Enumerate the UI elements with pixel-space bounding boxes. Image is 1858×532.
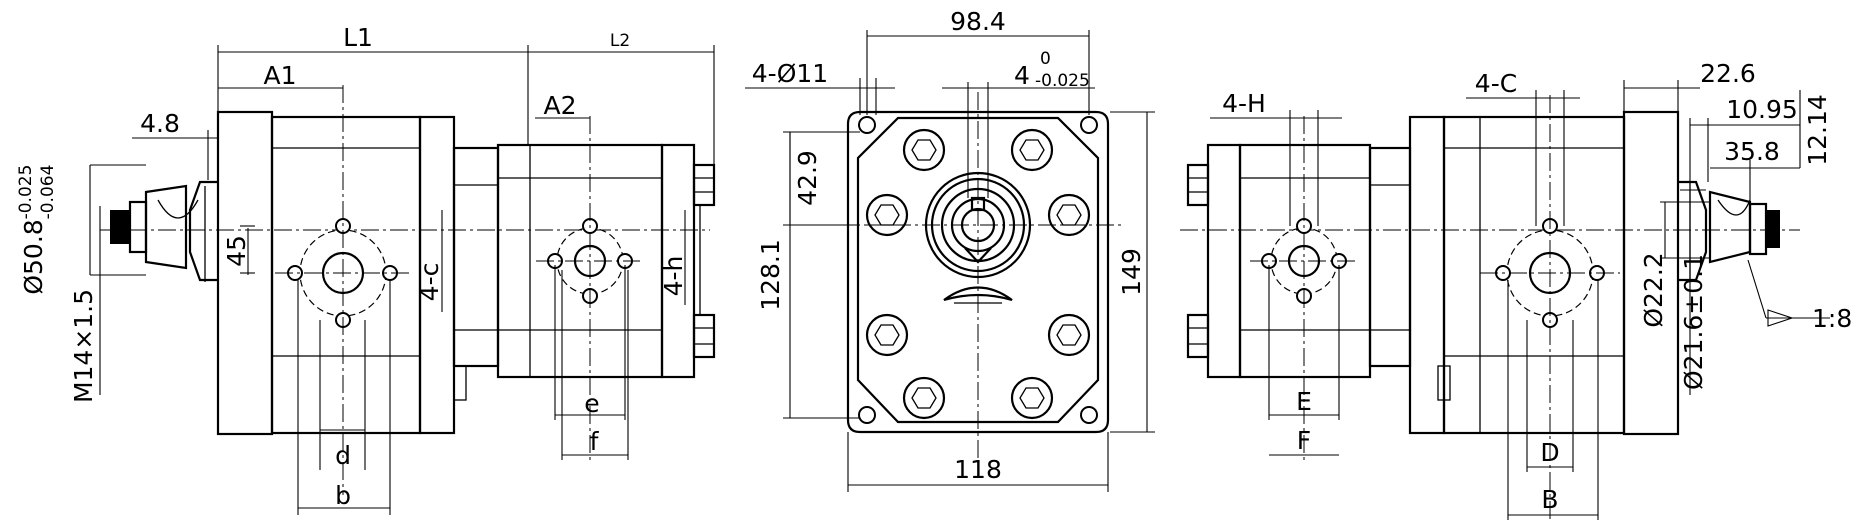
dim-4-c: 4-c — [415, 263, 444, 302]
dim-d22-2: Ø22.2 — [1639, 252, 1668, 327]
dim-42-9: 42.9 — [793, 150, 822, 206]
dim-f: f — [590, 427, 600, 456]
left-port-large — [275, 85, 412, 495]
dim-taper: 1:8 — [1812, 304, 1852, 333]
dim-118: 118 — [954, 455, 1002, 484]
left-bolt-lower — [692, 313, 716, 359]
front-octagon — [856, 116, 1100, 424]
front-view: 98.4 4-Ø11 4 0 -0.025 42.9 128.1 149 118 — [745, 7, 1155, 492]
dim-4-H: 4-H — [1222, 89, 1266, 118]
dim-22-6: 22.6 — [1700, 59, 1756, 88]
left-neck — [452, 146, 500, 368]
right-port-small — [1250, 116, 1358, 460]
dim-4-C: 4-C — [1475, 69, 1517, 98]
right-neck — [1368, 146, 1412, 368]
dim-35-8: 35.8 — [1724, 137, 1780, 166]
dim-E: E — [1296, 387, 1312, 416]
right-port-large — [1480, 95, 1620, 520]
right-middle-plate — [1408, 115, 1446, 435]
right-bolt-upper — [1186, 163, 1210, 207]
left-bolt-upper — [692, 163, 716, 207]
dim-4-d11: 4-Ø11 — [752, 59, 828, 88]
dim-d21-6: Ø21.6±0.1 — [1679, 254, 1708, 390]
dim-128-1: 128.1 — [756, 239, 785, 311]
dim-D: D — [1540, 438, 1559, 467]
dim-F: F — [1297, 426, 1311, 455]
dim-shaft-tol-lower: -0.064 — [38, 165, 58, 220]
right-side-view: 4-H 4-C 22.6 10.95 12.14 35.8 Ø22.2 Ø21.… — [1180, 59, 1852, 520]
left-side-view: L1 L2 A1 A2 4.8 45 4-c 4-h Ø50.8 -0.025 … — [16, 23, 716, 515]
dim-45: 45 — [222, 235, 251, 267]
dim-12-14: 12.14 — [1803, 94, 1832, 166]
corner-hole-tr — [1080, 116, 1098, 134]
right-front-flange — [1622, 110, 1680, 436]
dim-shaft-diameter: Ø50.8 — [19, 219, 48, 294]
dim-key-tol-upper: 0 — [1040, 49, 1051, 69]
dim-d: d — [335, 441, 351, 470]
dim-shaft-tol-upper: -0.025 — [16, 165, 36, 220]
dim-98-4: 98.4 — [950, 7, 1006, 36]
dim-e: e — [584, 389, 599, 418]
dim-thread: M14×1.5 — [69, 289, 98, 403]
front-flange — [846, 110, 1110, 434]
dim-A1: A1 — [263, 61, 296, 90]
dim-L2: L2 — [610, 31, 630, 51]
dim-B: B — [1541, 485, 1558, 514]
dim-L1: L1 — [343, 23, 373, 52]
front-bolts — [865, 128, 1091, 420]
dim-b: b — [335, 481, 351, 510]
dim-A2: A2 — [543, 91, 576, 120]
dim-4-h: 4-h — [659, 256, 688, 297]
dim-149: 149 — [1117, 248, 1146, 296]
corner-hole-bl — [858, 406, 876, 424]
corner-hole-br — [1080, 406, 1098, 424]
right-bolt-lower — [1186, 313, 1210, 359]
left-port-small — [536, 116, 640, 460]
corner-hole-tl — [858, 116, 876, 134]
dim-key-width: 4 — [1014, 61, 1030, 90]
right-rear-cover — [1206, 143, 1242, 379]
dim-key-tol-lower: -0.025 — [1035, 71, 1090, 91]
dim-4-8: 4.8 — [140, 109, 180, 138]
dim-10-95: 10.95 — [1726, 95, 1798, 124]
left-shaft — [110, 180, 218, 282]
